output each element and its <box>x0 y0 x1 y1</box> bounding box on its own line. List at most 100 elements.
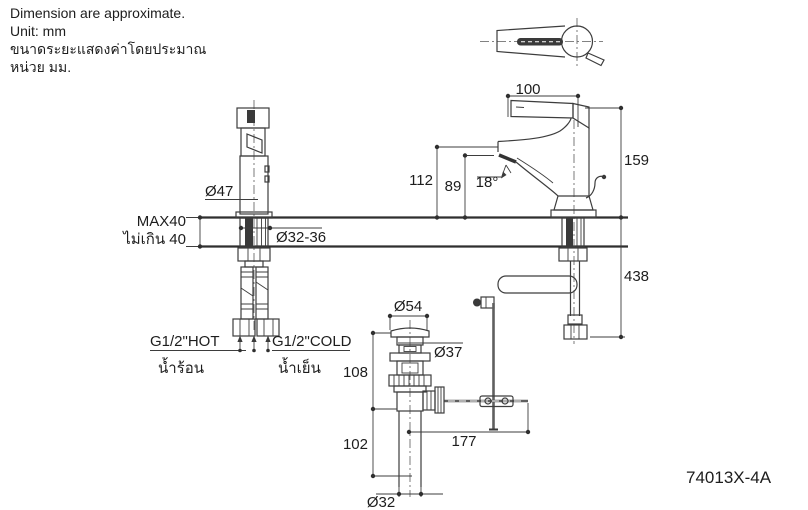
handle-end-detail <box>247 110 255 123</box>
supply-hose-hot <box>240 266 254 320</box>
aerator-face <box>498 153 517 164</box>
faucet-body <box>239 155 269 215</box>
dim-112-lines <box>436 146 498 218</box>
body-nub-2 <box>264 175 270 183</box>
hose-flex-marks <box>240 281 269 297</box>
front-shank-threads <box>576 218 582 247</box>
base-plate <box>550 209 597 219</box>
drain-mid-inner <box>401 362 419 374</box>
spout-inner-line <box>516 157 554 184</box>
dim-177-label: 177 <box>451 433 476 450</box>
dim-102-label: 102 <box>343 436 368 453</box>
model-number: 74013X-4A <box>686 468 772 487</box>
hot-connection-label: G1/2"HOT <box>150 333 220 350</box>
dimension-labels: 100 112 89 18° 159 438 MAX40 ไม่เกิน 40 … <box>122 81 649 510</box>
front-mounting-nut <box>558 247 588 262</box>
supply-pipe <box>569 261 581 316</box>
faucet-front-view <box>497 99 607 344</box>
tailpipe <box>398 411 422 487</box>
dim-54-lines <box>389 315 428 330</box>
hot-thai-label: น้ำร้อน <box>158 357 204 377</box>
counter-deck <box>200 216 628 248</box>
handle-lever-detail <box>515 106 525 108</box>
g12-arrow-2 <box>251 335 257 342</box>
dim-g12-leaders <box>150 341 350 351</box>
popup-rod-stub <box>585 52 605 67</box>
note-line-1: Dimension are approximate. <box>10 5 185 21</box>
dimension-lines <box>150 93 625 497</box>
drain-collar-inner <box>403 346 417 352</box>
cold-connection-label: G1/2"COLD <box>272 333 352 350</box>
dim-108-102-lines <box>372 332 412 477</box>
drain-flange <box>390 327 430 338</box>
supply-end-nut <box>563 324 588 340</box>
shank-threads <box>256 218 266 247</box>
note-block: Dimension are approximate. Unit: mm ขนาด… <box>10 5 206 75</box>
g12-arrow-3 <box>265 335 271 342</box>
body-nub-1 <box>264 165 270 173</box>
popup-rod-assembly <box>444 296 528 431</box>
dim-100-label: 100 <box>515 81 540 98</box>
cold-thai-label: น้ำเย็น <box>278 357 321 377</box>
rod-clevis <box>479 395 514 408</box>
dim-max40-label: MAX40 <box>137 213 186 230</box>
note-line-3-thai: ขนาดระยะแสดงค่าโดยประมาณ <box>10 41 206 57</box>
popup-lever-knob <box>601 174 607 180</box>
shank-thread-dark <box>245 218 253 247</box>
dim-89-label: 89 <box>445 178 462 195</box>
dim-159-label: 159 <box>624 152 649 169</box>
dim-89-lines <box>464 155 494 218</box>
connector-nut-facets <box>239 319 274 336</box>
dim-438-label: 438 <box>624 268 649 285</box>
drain-assembly <box>388 320 445 497</box>
handle-neck-front <box>572 102 590 130</box>
rod-top-bracket <box>480 296 495 309</box>
front-shank-dark <box>566 218 573 247</box>
note-line-4-thai: หน่วย มม. <box>10 59 71 75</box>
lever-body <box>496 25 566 58</box>
dim-18-label: 18° <box>476 174 499 191</box>
dim-159-438-lines <box>585 107 625 338</box>
pivot-hex-facets <box>426 391 432 410</box>
rod-ball-end <box>473 298 481 307</box>
mounting-nut-facets <box>247 248 261 261</box>
dim-177-lines <box>409 403 529 433</box>
neck-inner-face <box>246 133 263 154</box>
coupling-ribs <box>437 387 442 413</box>
dim-37-label: Ø37 <box>434 344 462 361</box>
supply-hose-loop <box>497 275 578 294</box>
note-line-2: Unit: mm <box>10 23 66 39</box>
handle-lever <box>510 99 574 119</box>
locknut-teeth <box>393 375 425 386</box>
pivot-ribbed-coupling <box>434 386 445 414</box>
pivot-hex-nut <box>422 390 436 411</box>
faucet-side-view <box>232 100 280 337</box>
hose-adapter <box>244 260 264 268</box>
mounting-shank <box>239 217 269 248</box>
popup-lift-lever <box>585 175 604 199</box>
clevis-screw-left <box>484 397 492 405</box>
dim-max40-thai-label: ไม่เกิน 40 <box>122 230 186 248</box>
supply-end-nut-facets <box>570 325 580 339</box>
front-nut-facets <box>567 248 579 261</box>
dim-18-arrow <box>501 171 507 179</box>
dim-32-label: Ø32 <box>367 494 395 510</box>
supply-hose-cold <box>255 266 269 320</box>
dim-max40-lines <box>186 217 201 247</box>
dim-54-label: Ø54 <box>394 298 422 315</box>
hot-connector-nut <box>232 318 256 337</box>
dim-112-label: 112 <box>409 172 433 189</box>
dim-108-label: 108 <box>343 364 368 381</box>
clevis-screw-right <box>501 397 509 405</box>
pipe-coupling-band <box>567 314 583 325</box>
hose-crimp-bands <box>241 271 268 310</box>
g12-arrow-1 <box>237 335 243 342</box>
handle-top-view <box>480 18 605 67</box>
lever-slot <box>517 38 563 46</box>
spout-top-edge <box>497 118 572 143</box>
dim-47-label: Ø47 <box>205 183 233 200</box>
dim-100-lines <box>507 95 579 127</box>
dim-32-36-label: Ø32-36 <box>276 229 326 246</box>
